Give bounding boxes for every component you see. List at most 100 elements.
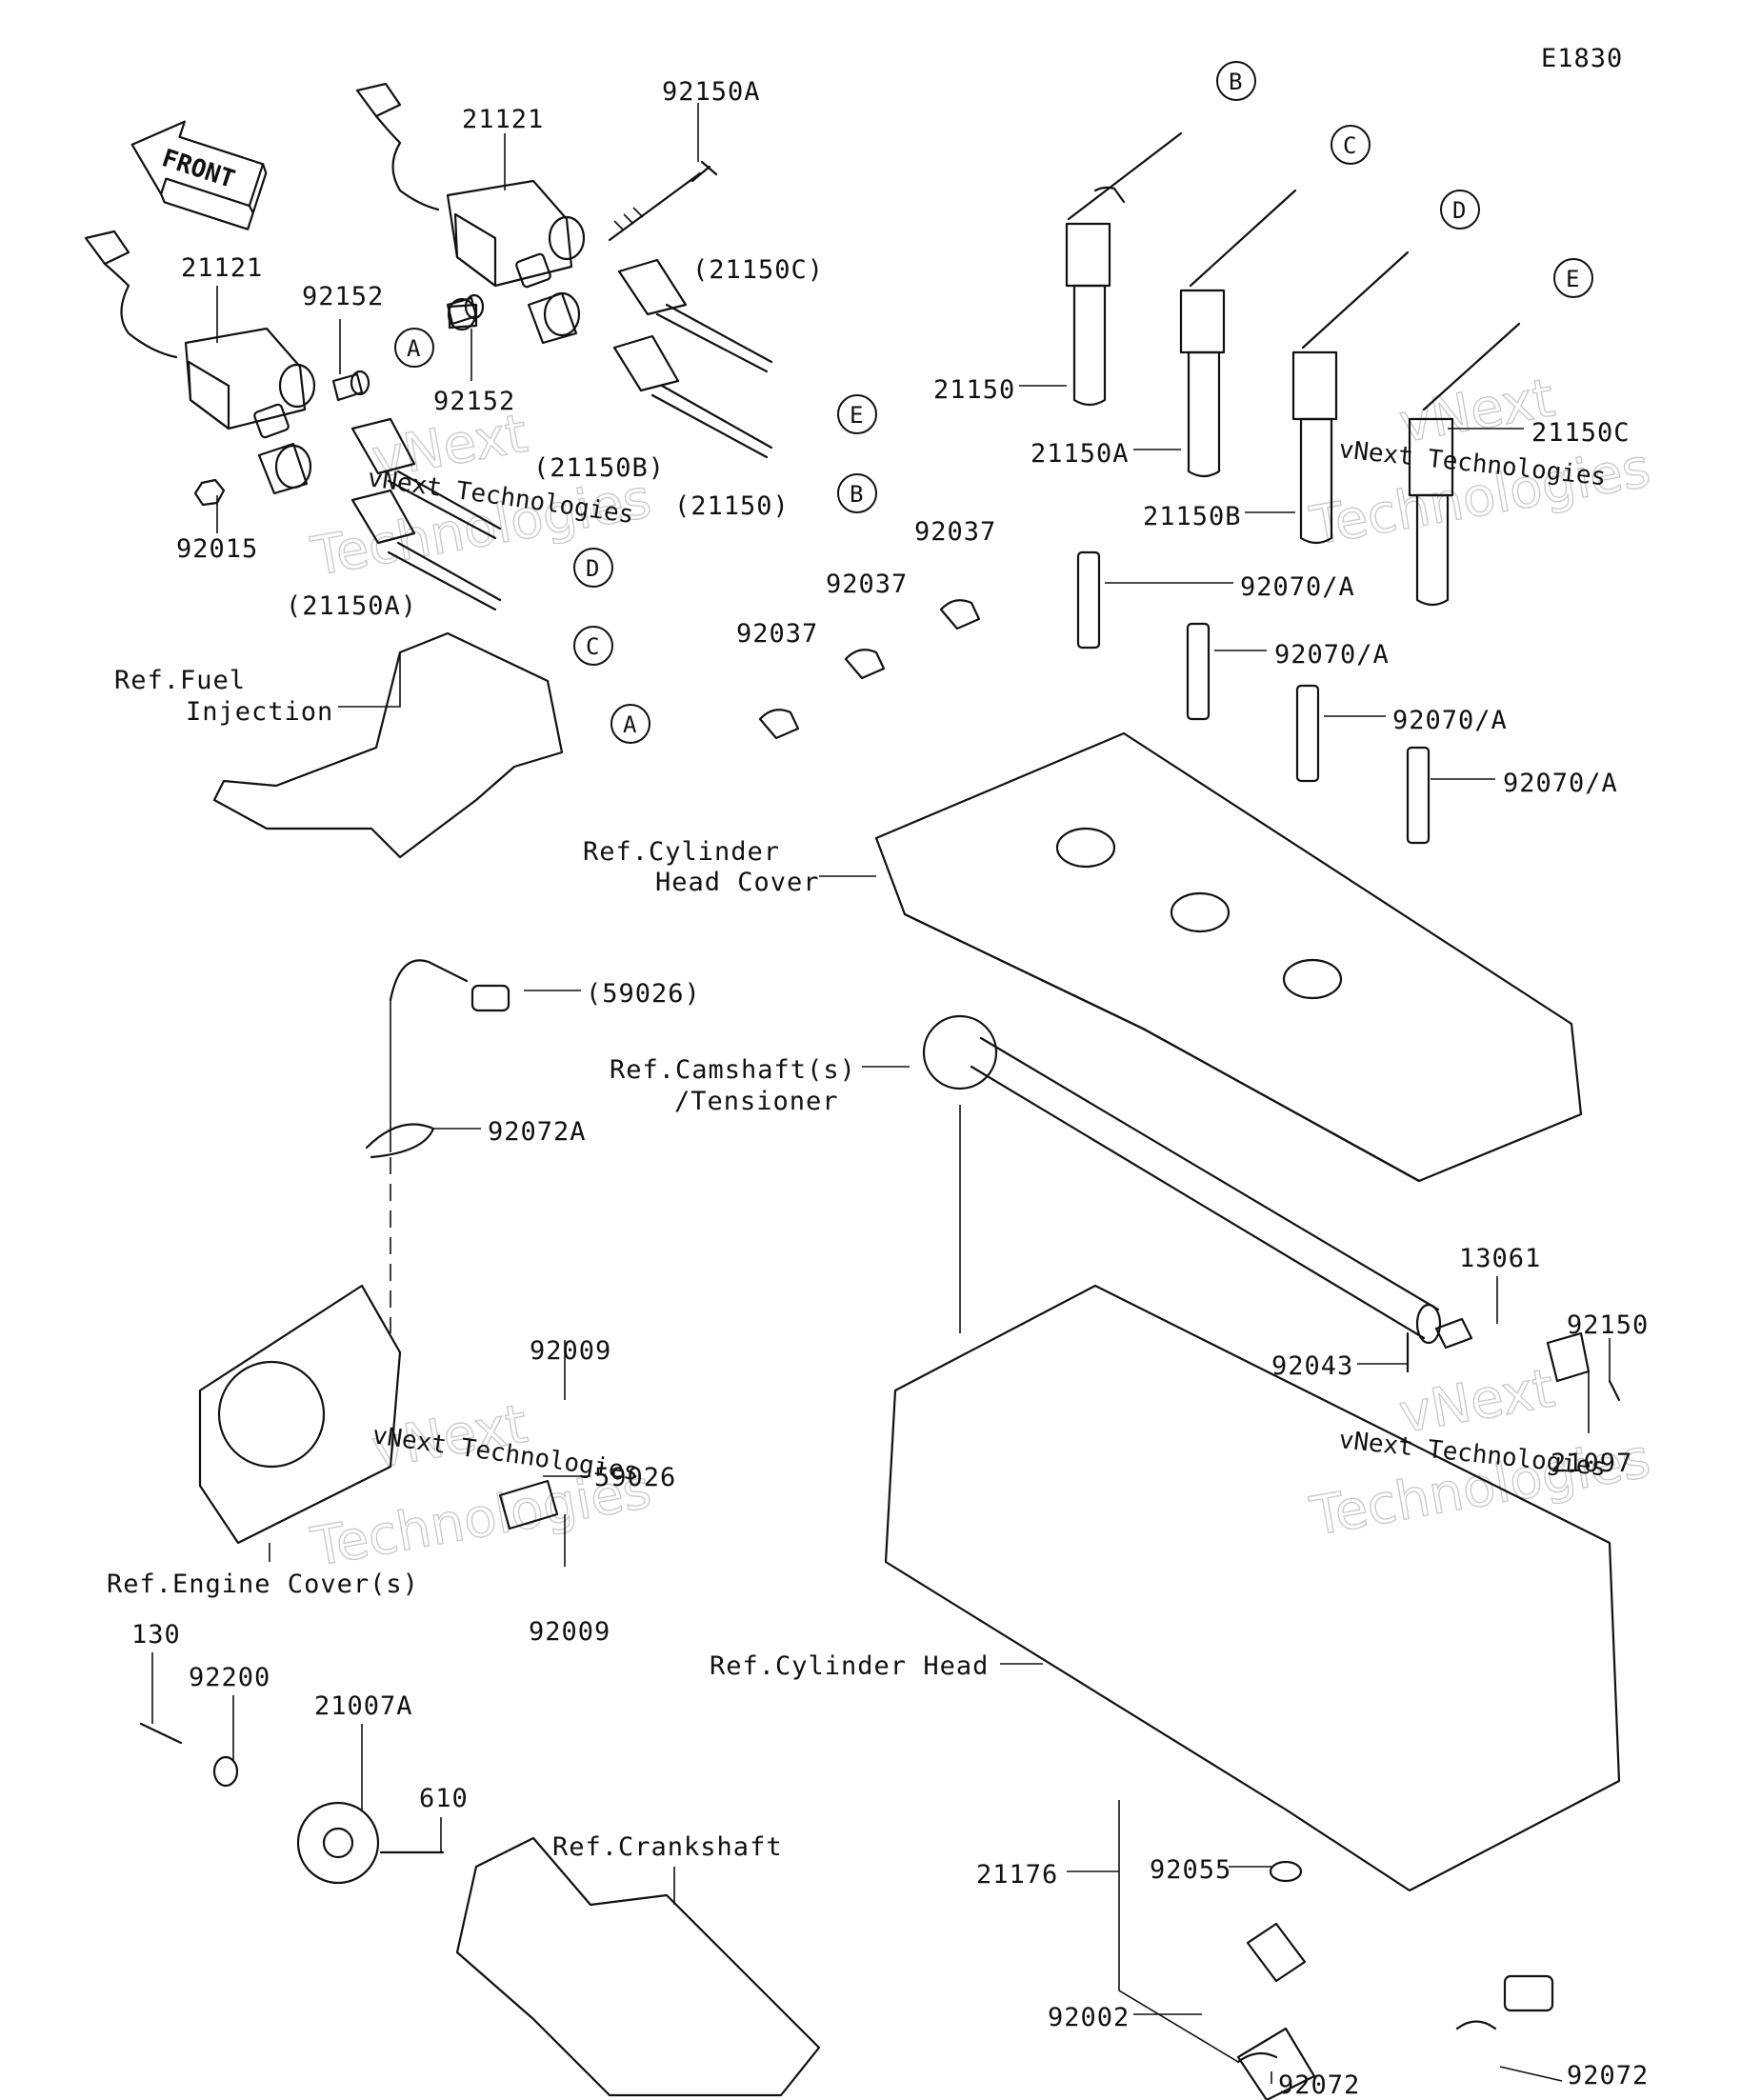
label-ref-cylinder-head: Ref.Cylinder Head [710, 1651, 989, 1681]
label-13061: 13061 [1459, 1244, 1541, 1273]
camshaft [922, 1014, 1442, 1345]
label-92037: 92037 [826, 570, 908, 599]
label-ref-camshaft-2: /Tensioner [674, 1087, 839, 1116]
ignition-lead-21150A [1179, 189, 1297, 478]
cap-13061 [1434, 1317, 1473, 1350]
label-92043: 92043 [1271, 1351, 1353, 1381]
bolt-92150 [1608, 1379, 1621, 1402]
fuel-injection-bracket [212, 631, 564, 859]
band-92072A [365, 1123, 435, 1159]
label-92152: 92152 [302, 282, 384, 311]
callout-B: B [1216, 61, 1256, 101]
washer-92200 [212, 1755, 239, 1788]
collar-92152 [331, 293, 485, 402]
label-21176: 21176 [976, 1860, 1058, 1890]
watermark-big-1: vNext [1395, 1357, 1559, 1445]
cap-21097 [1546, 1331, 1591, 1383]
label-92070A: 92070/A [1503, 769, 1618, 798]
label-ref-cylinder-head-cover: Ref.Cylinder [583, 837, 780, 867]
engine-cover [198, 1284, 402, 1545]
label-21121: 21121 [462, 105, 544, 134]
label-92070A: 92070/A [1274, 640, 1390, 670]
callout-A: A [610, 704, 650, 744]
plug-lead-21150 [612, 334, 773, 459]
label-21150B: 21150B [1143, 502, 1242, 531]
ignition-lead-21150C [1408, 322, 1521, 607]
leader-lines [151, 103, 1611, 2084]
plug-lead-21150B [350, 417, 502, 540]
svg-text:A: A [407, 335, 421, 362]
label-ref-crankshaft: Ref.Crankshaft [552, 1832, 783, 1862]
label-92072: 92072 [1278, 2070, 1360, 2100]
label-92150A: 92150A [662, 77, 761, 107]
cylinder-head [884, 1284, 1621, 1892]
label-21150-paren: (21150) [674, 491, 790, 521]
label-92055: 92055 [1150, 1855, 1231, 1885]
ignition-lead-21150 [1065, 131, 1183, 407]
label-21150B-paren: (21150B) [533, 453, 665, 483]
label-21150: 21150 [933, 375, 1015, 405]
band-92072 [1236, 2020, 1497, 2064]
label-92072A: 92072A [488, 1117, 587, 1147]
crankshaft [455, 1836, 821, 2097]
part-labels: 92150A 21121 21121 92152 92152 92015 (21… [107, 77, 1649, 2100]
diagram-code: E1830 [1541, 44, 1623, 73]
label-21150C-paren: (21150C) [692, 255, 824, 285]
label-610: 610 [419, 1784, 469, 1813]
label-92037: 92037 [736, 619, 818, 649]
ignition-coil-upper [355, 82, 586, 345]
nut-92015 [193, 478, 226, 507]
label-92009: 92009 [529, 1617, 610, 1647]
label-21007A: 21007A [314, 1691, 413, 1721]
label-59026: 59026 [594, 1463, 676, 1492]
callout-E: E [1553, 258, 1593, 298]
callout-C: C [1331, 125, 1371, 165]
bolt-92150A [608, 160, 718, 242]
callout-E: E [837, 394, 877, 434]
label-21150A: 21150A [1031, 439, 1130, 469]
label-92150: 92150 [1567, 1310, 1649, 1340]
plug-lead-21150C [617, 258, 773, 373]
ignition-coil-lower [84, 230, 316, 495]
ignition-lead-21150B [1291, 250, 1410, 545]
label-21150A-paren: (21150A) [286, 591, 417, 621]
label-92015: 92015 [176, 534, 258, 564]
label-92037: 92037 [914, 517, 996, 547]
svg-text:E: E [1566, 266, 1579, 292]
label-92152: 92152 [433, 387, 515, 416]
svg-text:D: D [1452, 197, 1466, 224]
callout-circles: B C D E A E B D C A [394, 61, 1593, 744]
label-92200: 92200 [189, 1663, 270, 1692]
label-92002: 92002 [1048, 2003, 1130, 2032]
label-ref-fuel-injection: Injection [186, 697, 333, 727]
label-92070A: 92070/A [1240, 572, 1355, 602]
label-ref-fuel: Ref.Fuel [114, 666, 246, 695]
callout-D: D [573, 548, 613, 588]
label-21121: 21121 [181, 253, 263, 283]
label-21097: 21097 [1551, 1449, 1632, 1478]
sensor-59026 [389, 959, 559, 1530]
label-92072: 92072 [1567, 2061, 1649, 2090]
plug-lead-21150A [350, 489, 502, 611]
callout-C: C [573, 626, 613, 666]
callout-A: A [394, 328, 434, 368]
label-ref-cylinder-head-cover-2: Head Cover [655, 868, 820, 897]
callout-D: D [1440, 190, 1480, 230]
label-21150C: 21150C [1531, 418, 1631, 448]
bolt-130 [139, 1722, 183, 1745]
svg-text:A: A [623, 711, 637, 738]
label-59026-paren: (59026) [586, 979, 701, 1009]
cylinder-head-cover [874, 731, 1583, 1183]
label-92070A: 92070/A [1392, 706, 1508, 735]
label-ref-engine-cover: Ref.Engine Cover(s) [107, 1570, 419, 1599]
spark-plug-92070A [1076, 550, 1431, 845]
label-130: 130 [131, 1620, 181, 1650]
svg-text:E: E [850, 402, 863, 429]
svg-text:B: B [1229, 69, 1242, 95]
timing-rotor-21007A [296, 1801, 380, 1885]
svg-text:C: C [1343, 132, 1356, 159]
clip-92037 [758, 599, 981, 740]
crank-sensor-21176 [1236, 1860, 1554, 2100]
label-ref-camshaft: Ref.Camshaft(s) [610, 1055, 856, 1085]
